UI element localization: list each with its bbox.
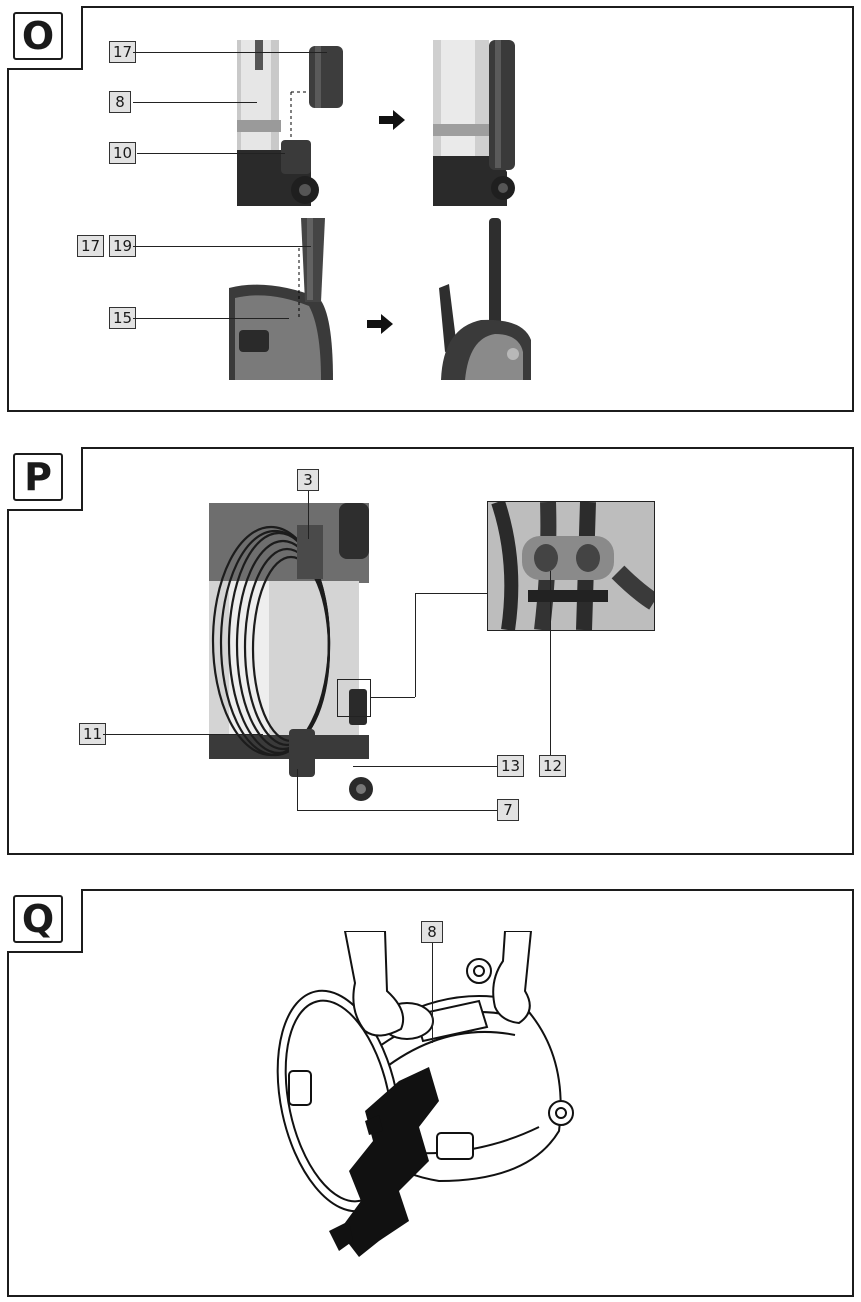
callout-19-tube: 19 — [109, 235, 137, 257]
leader-line — [415, 593, 416, 697]
leader-line — [297, 810, 497, 811]
panel-p-tab: P — [7, 447, 83, 511]
callout-3-cable-hook: 3 — [297, 469, 319, 491]
callout-7-cable-holder: 7 — [497, 799, 519, 821]
leader-line — [371, 697, 415, 698]
panel-q-tab: Q — [7, 889, 83, 953]
arrow-right-icon — [379, 110, 405, 130]
arrow-right-icon — [367, 314, 393, 334]
panel-o-letter: O — [13, 12, 63, 60]
leader-line — [133, 102, 257, 103]
panel-p: P — [7, 447, 854, 855]
cable-storage-photo — [209, 503, 377, 803]
panel-p-letter: P — [13, 453, 63, 501]
leader-line — [133, 52, 327, 53]
callout-12-clip: 12 — [539, 755, 567, 777]
leader-line — [133, 318, 289, 319]
leader-line — [550, 571, 551, 755]
leader-line — [415, 593, 487, 594]
bin-side-photo-before — [237, 40, 363, 206]
bin-emptying-illustration — [269, 931, 609, 1257]
cable-clip-detail-photo — [487, 501, 655, 631]
leader-line — [297, 769, 298, 810]
callout-17-tube: 17 — [109, 41, 137, 63]
panel-o-tab: O — [7, 6, 83, 70]
bin-top-photo-after — [435, 218, 531, 380]
bin-side-photo-after — [433, 40, 523, 206]
panel-o: O — [7, 6, 854, 412]
leader-line — [137, 153, 285, 154]
detail-highlight-box — [337, 679, 371, 717]
callout-15-holder: 15 — [109, 307, 137, 329]
callout-8-bin: 8 — [421, 921, 443, 943]
callout-17-tube-b: 17 — [77, 235, 105, 257]
callout-8-bin: 8 — [109, 91, 131, 113]
callout-11-cable: 11 — [79, 723, 107, 745]
callout-13-plug: 13 — [497, 755, 525, 777]
leader-line — [133, 246, 311, 247]
callout-10-holder: 10 — [109, 142, 137, 164]
leader-line — [353, 766, 497, 767]
leader-line — [432, 943, 433, 1043]
bin-top-photo-before — [229, 218, 335, 380]
leader-line — [103, 734, 263, 735]
panel-q: Q — [7, 889, 854, 1297]
panel-q-letter: Q — [13, 895, 63, 943]
leader-line — [308, 491, 309, 539]
